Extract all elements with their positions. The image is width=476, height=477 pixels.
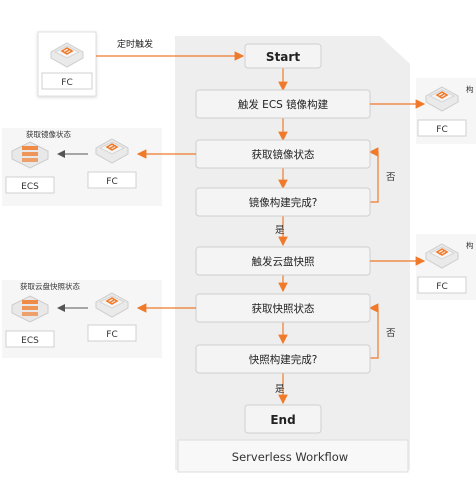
fc-right-label-2: FC — [436, 282, 447, 292]
loop-back-connectors — [368, 147, 379, 359]
step-trigger-snapshot-label: 触发云盘快照 — [252, 255, 315, 268]
right-note-1: 构 — [466, 84, 474, 94]
step-get-image-status[interactable]: 获取镜像状态 — [195, 139, 371, 169]
function-compute-icon — [425, 86, 459, 112]
function-compute-icon — [50, 42, 84, 68]
no-label-1: 否 — [386, 172, 396, 183]
step-image-done[interactable]: 镜像构建完成? — [195, 187, 371, 217]
fc-image-node[interactable]: FC — [87, 138, 137, 189]
footer-label: Serverless Workflow — [232, 450, 348, 464]
ecs-snapshot-node[interactable]: ECS — [5, 295, 55, 348]
image-status-group — [2, 128, 162, 206]
timer-trigger-label: 定时触发 — [117, 38, 153, 50]
no-label-2: 否 — [386, 328, 396, 339]
end-label: End — [270, 413, 295, 427]
step-get-snapshot-status-label: 获取快照状态 — [252, 302, 315, 315]
yes-label-2: 是 — [275, 384, 285, 395]
ecs-snapshot-label: ECS — [21, 336, 39, 346]
function-compute-icon — [95, 138, 129, 164]
server-icon — [11, 141, 49, 169]
fc-image-label: FC — [106, 177, 117, 187]
step-trigger-snapshot[interactable]: 触发云盘快照 — [195, 246, 371, 276]
fc-timer-label: FC — [61, 78, 72, 88]
step-get-snapshot-status[interactable]: 获取快照状态 — [195, 293, 371, 323]
start-label: Start — [266, 50, 300, 64]
fc-right-node-2[interactable]: FC — [417, 243, 467, 294]
snapshot-status-note: 获取云盘快照状态 — [20, 281, 80, 291]
image-status-note: 获取镜像状态 — [26, 129, 71, 139]
footer-box — [177, 439, 409, 473]
fc-timer-node[interactable]: FC — [37, 31, 97, 97]
server-icon — [11, 295, 49, 323]
fc-right-label-1: FC — [436, 125, 447, 135]
step-snapshot-done-label: 快照构建完成? — [249, 353, 318, 366]
ecs-image-node[interactable]: ECS — [5, 141, 55, 194]
function-compute-icon — [425, 243, 459, 269]
ecs-image-label: ECS — [21, 182, 39, 192]
end-node[interactable] — [244, 404, 322, 434]
step-trigger-ecs-label: 触发 ECS 镜像构建 — [238, 98, 329, 111]
fc-snapshot-node[interactable]: FC — [87, 292, 137, 342]
fc-right-node-1[interactable]: FC — [417, 86, 467, 137]
right-note-2: 构 — [466, 240, 474, 250]
yes-label-1: 是 — [275, 225, 285, 236]
fc-snapshot-label: FC — [106, 330, 117, 340]
function-compute-icon — [95, 292, 129, 318]
step-trigger-ecs[interactable]: 触发 ECS 镜像构建 — [195, 89, 371, 119]
step-get-image-status-label: 获取镜像状态 — [252, 148, 315, 161]
step-image-done-label: 镜像构建完成? — [249, 196, 318, 209]
start-node[interactable] — [244, 43, 322, 69]
step-snapshot-done[interactable]: 快照构建完成? — [195, 344, 371, 374]
